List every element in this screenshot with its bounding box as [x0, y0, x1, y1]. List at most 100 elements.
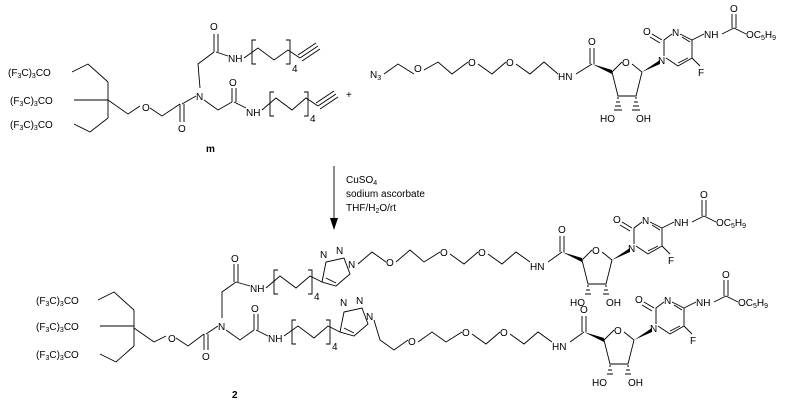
bond-path: [383, 63, 415, 75]
bond-path: [633, 221, 643, 244]
amide-nh-top-label: NH: [228, 54, 242, 65]
product-triazole-n: N: [340, 298, 347, 309]
product-nuc-ring-o: O: [614, 326, 622, 337]
bond-line: [691, 215, 705, 223]
bond-line: [733, 27, 747, 35]
bond-path: [175, 333, 205, 347]
wedge-bond: [562, 252, 582, 262]
product-carbamate-o: O: [722, 270, 730, 281]
bracket: [291, 319, 296, 345]
bond-line: [319, 96, 339, 110]
bond-line: [569, 331, 585, 343]
bond-path: [373, 319, 409, 351]
amide-o-bottom-label: O: [229, 78, 237, 89]
bond-line: [647, 245, 659, 252]
bracket: [326, 319, 331, 345]
bond-path: [203, 99, 233, 111]
product-amide-nh-bottom: NH: [268, 334, 282, 345]
bond-line: [649, 36, 661, 44]
bond-path: [611, 61, 623, 73]
wedge-bond: [592, 64, 612, 74]
bond-line: [651, 33, 663, 41]
condition-additive: sodium ascorbate: [346, 189, 425, 200]
hash-bond: [632, 97, 640, 111]
product-nuc-amide-o: O: [558, 225, 566, 236]
product-carbamate-oc5h9: OC5H9: [738, 298, 768, 310]
bond-line: [661, 245, 671, 255]
bond-path: [71, 63, 109, 83]
bond-line: [343, 327, 355, 334]
base-n2-label: N: [672, 28, 679, 39]
bracket: [286, 39, 291, 65]
product-nuc-oh: OH: [606, 298, 621, 309]
ether-o2-label: O: [468, 58, 476, 69]
product-orthoester-b: (F3C)3CO: [36, 322, 79, 334]
bond-line: [691, 57, 701, 67]
bond-path: [603, 329, 615, 341]
bond-line: [235, 281, 251, 287]
product-carbamate-oc5h9: OC5H9: [716, 218, 746, 230]
product-peg-o: O: [386, 258, 394, 269]
compound-label-m: m: [206, 144, 215, 155]
reactant-m: (F3C)3CO (F3C)3CO (F3C)3CO O O N O NH 4: [8, 22, 339, 155]
bond-line: [691, 33, 705, 41]
product-carbamate-nh: NH: [674, 218, 688, 229]
carbamate-nh-label: NH: [704, 30, 718, 41]
product-ether-o: O: [168, 334, 176, 345]
product-carbamate-o: O: [700, 190, 708, 201]
bond-path: [133, 327, 167, 343]
product-base-n: N: [664, 296, 671, 307]
product-orthoester-c: (F3C)3CO: [36, 350, 79, 362]
product-peg-hn: HN: [530, 262, 544, 273]
bond-path: [99, 345, 135, 363]
bond-line: [547, 251, 563, 263]
product-nuc-ring-o: O: [592, 246, 600, 257]
hash-bond: [607, 365, 613, 375]
bond-path: [357, 251, 387, 265]
bond-line: [205, 325, 219, 335]
bond-line: [673, 304, 683, 311]
bond-path: [601, 251, 613, 261]
ether-o-label: O: [142, 103, 150, 114]
amide-nh-label: HN: [558, 72, 572, 83]
bond-path: [221, 281, 237, 318]
bond-line: [317, 93, 337, 107]
bond-line: [621, 221, 633, 229]
bond-path: [197, 51, 215, 89]
product-peg-o: O: [462, 328, 470, 339]
ether-o1-label: O: [414, 64, 422, 75]
product-base-n: N: [628, 244, 635, 255]
bond-path: [471, 331, 501, 345]
bond-path: [477, 61, 507, 75]
product-peg-o: O: [408, 337, 416, 348]
bond-path: [663, 33, 673, 56]
bracket: [273, 269, 278, 295]
product-peg-o: O: [478, 248, 486, 259]
bond-line: [255, 329, 269, 337]
wedge-bond: [612, 248, 630, 260]
bond-line: [325, 277, 337, 284]
ring-o-label: O: [622, 58, 630, 69]
bond-line: [683, 325, 693, 335]
carbamate-oc5h9-label: OC5H9: [746, 30, 776, 42]
bond-path: [265, 275, 323, 289]
plus-sign: +: [346, 90, 352, 101]
product-repeat-top: 4: [314, 292, 320, 303]
product-n-center: N: [218, 322, 225, 333]
hash-bond: [585, 285, 591, 295]
bond-path: [97, 291, 135, 311]
product-nuc-oh: OH: [628, 378, 643, 389]
bond-line: [641, 304, 653, 312]
product-nuc-amide-o: O: [580, 305, 588, 316]
compound-label-2: 2: [232, 390, 238, 401]
condition-solvent: THF/H2O/rt: [346, 203, 396, 215]
product-peg-hn: HN: [552, 342, 566, 353]
bond-path: [623, 331, 635, 341]
hash-bond: [603, 285, 609, 295]
product-triazole-n: N: [336, 246, 343, 257]
bond-path: [509, 331, 553, 345]
bond-line: [181, 95, 197, 105]
bond-path: [581, 259, 613, 285]
